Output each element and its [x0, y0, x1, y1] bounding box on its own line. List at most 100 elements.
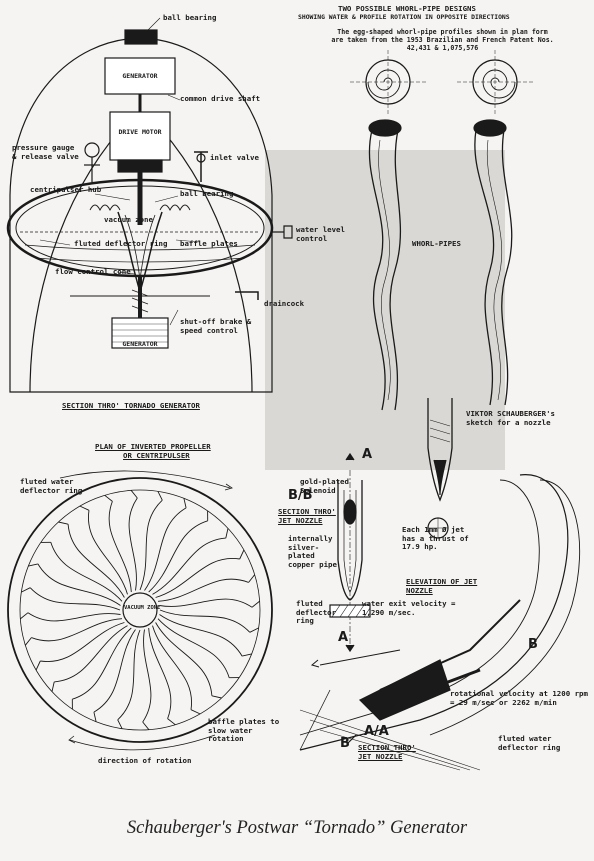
label-ball-bearing: ball bearing	[180, 189, 234, 198]
label-vacuum-zone: vacuum zone	[104, 215, 153, 224]
propeller-blade	[93, 629, 136, 713]
label-draincock: draincock	[264, 299, 305, 308]
marker-b-1: B	[528, 637, 538, 652]
propeller-blade	[67, 524, 125, 598]
label-propeller-deflector: fluted water deflector ring	[20, 477, 83, 495]
propeller-blade	[72, 627, 132, 700]
label-whorl-title-1: TWO POSSIBLE WHORL-PIPE DESIGNS	[338, 4, 476, 13]
background-shading	[265, 150, 505, 470]
blade-tip	[79, 505, 90, 511]
label-aa-section: SECTION THRO' JET NOZZLE	[358, 743, 416, 761]
blade-tip	[211, 695, 222, 699]
blade-tip	[58, 521, 69, 525]
propeller-blade	[128, 497, 138, 591]
top-cap	[124, 29, 158, 45]
propeller-blade	[148, 627, 172, 719]
label-inlet-valve: inlet valve	[210, 153, 259, 162]
blade-tip	[117, 719, 123, 729]
propeller-blade	[108, 501, 132, 593]
blade-tip	[28, 563, 39, 567]
blade-tip	[51, 681, 55, 692]
propeller-blade	[159, 614, 243, 657]
label-fluted-ring-nozzle: fluted deflector ring	[296, 599, 337, 625]
marker-a-top: A	[362, 447, 373, 462]
blade-tip	[104, 494, 113, 502]
propeller-blade	[159, 609, 251, 633]
label-bb-section: SECTION THRO' JET NOZZLE	[278, 507, 336, 525]
label-flow-cone: flow control cone	[55, 267, 131, 276]
label-thrust: Each 1mm Ø jet has a thrust of 17.9 hp.	[402, 525, 469, 551]
blade-tip	[142, 721, 150, 730]
blade-tip	[35, 660, 41, 671]
marker-bb: B/B	[288, 488, 313, 503]
propeller-blade	[27, 612, 121, 622]
label-generator-bottom: GENERATOR	[122, 340, 158, 348]
blade-tip	[239, 549, 245, 560]
label-section-generator: SECTION THRO' TORNADO GENERATOR	[62, 401, 200, 410]
blade-tip	[167, 718, 176, 726]
propeller-blade	[157, 578, 249, 602]
label-fluted-ring-2: fluted water deflector ring	[498, 734, 561, 752]
pressure-gauge	[84, 142, 100, 158]
label-silver-pipe: internally silver-plated copper pipe	[288, 534, 337, 569]
blade-tip	[20, 612, 29, 620]
blade-tip	[93, 711, 97, 722]
whorl-pipe-left	[368, 129, 386, 411]
inner-curve-left	[29, 129, 121, 393]
label-water-level: water level control	[296, 225, 345, 243]
label-brake: shut-off brake & speed control	[180, 317, 252, 335]
label-centripulser-hub: centripulser hub	[30, 185, 102, 194]
propeller-blade	[29, 587, 121, 611]
marker-aa: A/A	[364, 724, 389, 739]
propeller-blade	[31, 618, 123, 642]
propeller-blade	[139, 499, 163, 591]
bottom-generator-box	[111, 317, 169, 349]
propeller-blade	[50, 542, 123, 602]
propeller-blade	[37, 563, 121, 606]
propeller-blade	[54, 625, 128, 683]
blade-tip	[190, 709, 201, 715]
label-whorl-note: The egg-shaped whorl-pipe profiles shown…	[331, 28, 554, 52]
blade-tip	[157, 491, 163, 501]
marker-a-bottom: A	[338, 630, 349, 645]
label-gold-solenoid: gold-plated Solenoid	[300, 477, 349, 495]
blade-tip	[225, 528, 229, 539]
label-exit-velocity: water exit velocity = 1,290 m/sec.	[362, 599, 456, 617]
label-whorl-pipes: WHORL-PIPES	[412, 239, 461, 248]
label-fluted-deflector: fluted deflector ring	[74, 239, 168, 248]
label-pressure-gauge: pressure gauge & release valve	[12, 143, 79, 161]
label-whorl-title-2: SHOWING WATER & PROFILE ROTATION IN OPPO…	[298, 13, 510, 21]
propeller-blade	[152, 537, 226, 595]
inlet-valve	[194, 151, 208, 182]
drive-motor-box	[109, 111, 171, 161]
blade-tip	[130, 490, 138, 499]
blade-tip	[241, 653, 252, 657]
propeller-blade	[155, 622, 213, 696]
label-viktor-sketch: VIKTOR SCHAUBERGER's sketch for a nozzle	[466, 409, 555, 427]
label-drive-shaft: common drive shaft	[180, 94, 261, 103]
propeller-blade	[157, 618, 230, 678]
centripulser-disc	[7, 477, 273, 743]
label-drive-motor-box: DRIVE MOTOR	[118, 128, 162, 136]
propeller-blade	[144, 507, 187, 591]
propeller-blade	[148, 520, 208, 593]
propeller-blade	[142, 629, 152, 723]
figure-caption: Schauberger's Postwar “Tornado” Generato…	[126, 818, 468, 838]
propeller-blade	[40, 622, 125, 662]
blade-tip	[251, 600, 260, 608]
marker-b-2: B	[340, 736, 350, 751]
blade-tip	[249, 627, 259, 633]
label-elevation: ELEVATION OF JET NOZZLE	[406, 577, 478, 595]
whorl-pipe-right	[474, 129, 495, 406]
label-propeller-title-1: PLAN OF INVERTED PROPELLER	[95, 442, 211, 451]
propeller-blade	[152, 625, 192, 710]
nozzle-sketch	[427, 398, 453, 502]
inner-curve-right	[161, 129, 253, 393]
blade-tip	[183, 498, 187, 509]
blade-tip	[24, 637, 32, 646]
label-ball-bearing-top: ball bearing	[163, 13, 217, 22]
label-propeller-baffle: baffle plates to slow water rotation	[208, 717, 280, 743]
label-direction-rotation: direction of rotation	[98, 756, 192, 765]
label-rot-velocity: rotational velocity at 1200 rpm = 29 m/s…	[450, 689, 588, 707]
